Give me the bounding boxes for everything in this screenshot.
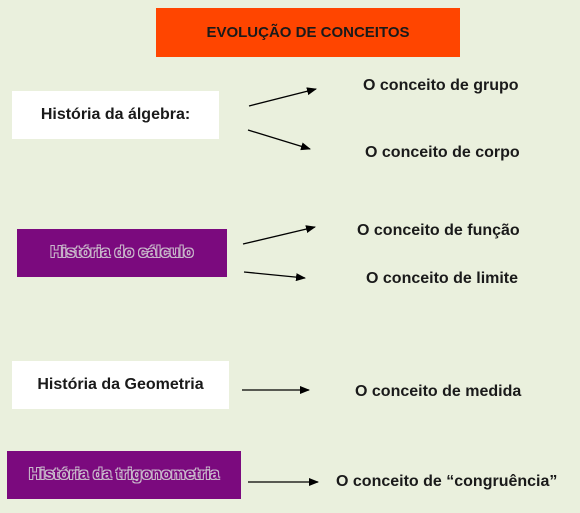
history-box-trigonometry: História da trigonometria bbox=[7, 451, 241, 499]
arrow-algebra-grupo bbox=[248, 87, 317, 107]
concept-limite: O conceito de limite bbox=[366, 270, 519, 287]
arrow-algebra-corpo bbox=[247, 129, 311, 151]
history-box-calculus: História do cálculo bbox=[17, 229, 227, 277]
arrow-calculo-limite bbox=[243, 271, 306, 282]
concept-grupo: O conceito de grupo bbox=[363, 77, 519, 94]
diagram-title: EVOLUÇÃO DE CONCEITOS bbox=[156, 8, 460, 57]
concept-funcao: O conceito de função bbox=[357, 222, 520, 239]
concept-corpo: O conceito de corpo bbox=[365, 144, 520, 161]
concept-congruencia: O conceito de “congruência” bbox=[336, 473, 558, 490]
history-box-geometry: História da Geometria bbox=[12, 361, 229, 409]
concept-medida: O conceito de medida bbox=[355, 383, 522, 400]
arrow-calculo-funcao bbox=[242, 225, 316, 245]
history-box-algebra: História da álgebra: bbox=[12, 91, 219, 139]
